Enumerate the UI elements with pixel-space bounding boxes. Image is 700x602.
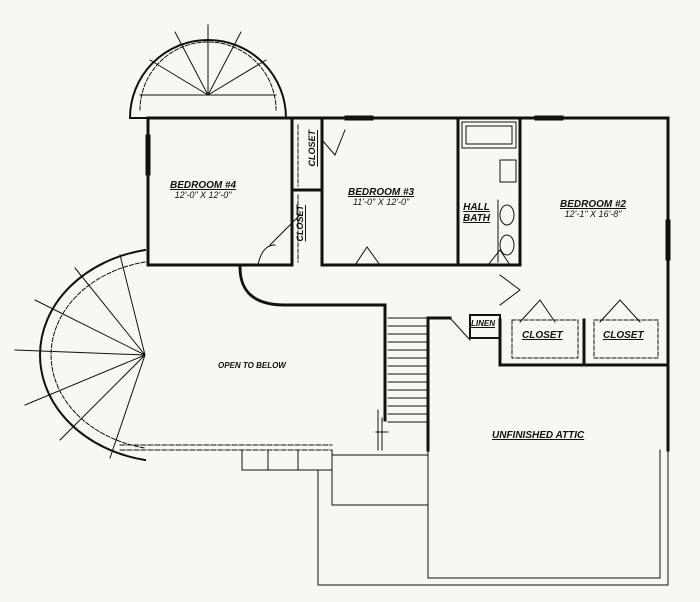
bedroom-3-size: 11'-0" X 12'-0" [352,197,410,207]
top-bay-window [128,24,288,120]
bedroom-4-label: BEDROOM #4 12'-0" X 12'-0" [170,180,236,201]
bedroom-2-name: BEDROOM #2 [560,199,627,210]
straight-stair [375,317,427,451]
open-to-below-label: OPEN TO BELOW [218,361,286,370]
bedroom-3-label: BEDROOM #3 11'-0" X 12'-0" [348,187,414,208]
bedroom-2-label: BEDROOM #2 12'-1" X 16'-8" [560,199,626,220]
hall-bath-line1: HALL [463,202,490,213]
lower-roof-lines [119,444,669,586]
bath-fixtures [461,121,517,263]
spiral-stair [14,248,147,462]
bedroom-4-size: 12'-0" X 12'-0" [174,190,232,200]
windows [145,115,671,261]
hall-bath-line2: BATH [463,213,491,224]
bedroom-4-name: BEDROOM #4 [170,180,237,191]
bedroom-3-name: BEDROOM #3 [348,187,415,198]
closet-upper-label: CLOSET [307,130,317,167]
hall-bath-label: HALL BATH [463,202,490,224]
walls [146,116,670,452]
closet-outlines [297,124,659,359]
bedroom-2-size: 12'-1" X 16'-8" [564,209,622,219]
doors [257,129,641,341]
closet-right-1-label: CLOSET [522,330,563,341]
unfinished-attic-label: UNFINISHED ATTIC [492,430,585,441]
linen-label: LINEN [471,319,495,328]
closet-lower-label: CLOSET [295,205,305,242]
closet-right-2-label: CLOSET [603,330,644,341]
